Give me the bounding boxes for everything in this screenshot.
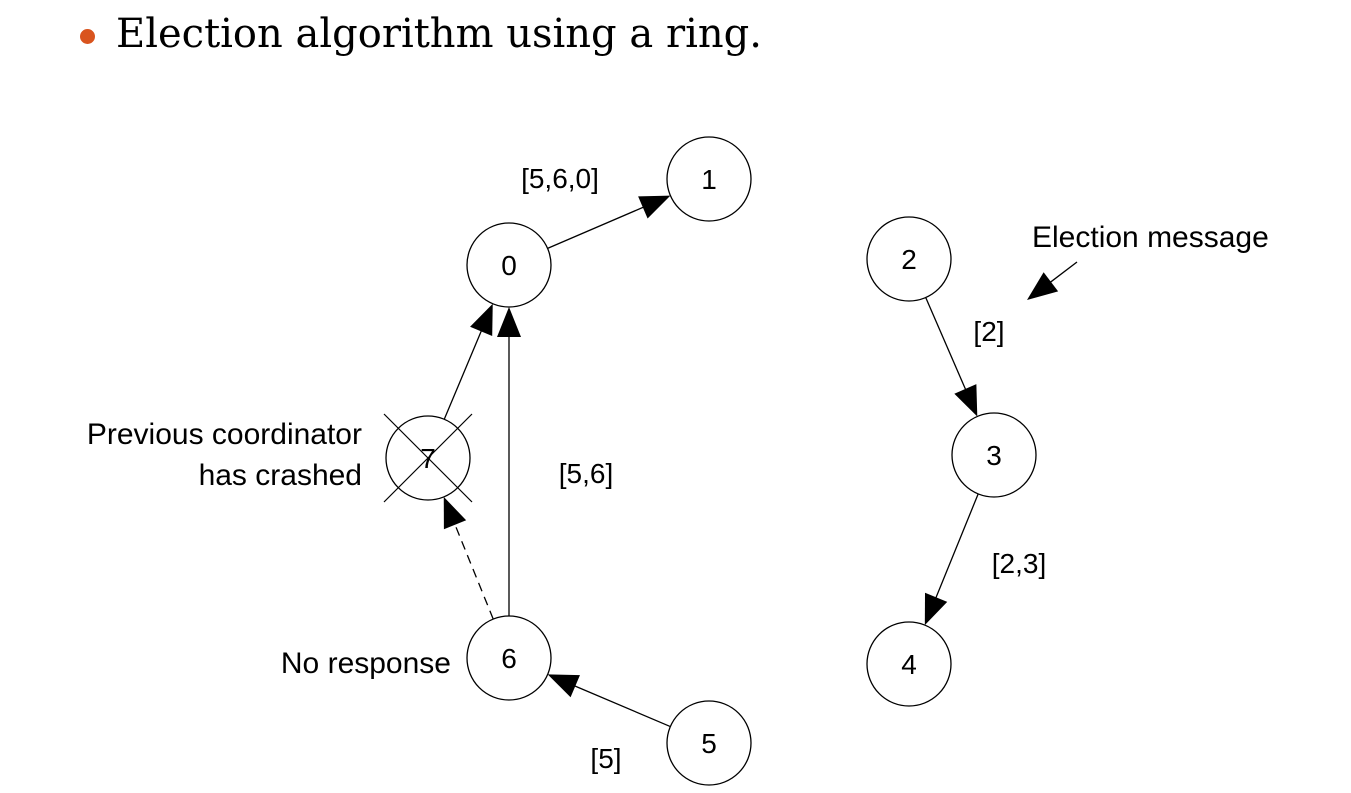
edge-6-to-7 <box>443 496 494 620</box>
edge-6-to-7-line <box>453 522 494 620</box>
process-node-2-circle <box>866 216 952 302</box>
edge-6-to-7-arrowhead-icon <box>443 496 467 530</box>
message-label-6-to-0: [5,6] <box>559 458 613 489</box>
edge-5-to-6-arrowhead-icon <box>547 674 580 698</box>
message-label-5-to-6: [5] <box>590 743 621 774</box>
process-node-4-label: 4 <box>901 649 917 680</box>
edge-2-to-3-line <box>925 297 967 392</box>
crashed-cross-icon <box>383 413 473 503</box>
bullet-dot-icon <box>80 28 95 44</box>
nodes-layer: 0 1 2 3 4 5 6 7 <box>383 136 1037 786</box>
slide-bullet-text: Election algorithm using a ring. <box>116 11 762 57</box>
process-node-1-circle <box>666 136 752 222</box>
edges-layer <box>443 195 979 728</box>
process-node-1: 1 <box>666 136 752 222</box>
note-election-message: Election message <box>1032 221 1269 254</box>
edge-5-to-6-line <box>573 684 671 728</box>
election-message-pointer-arrowhead-icon <box>1027 272 1059 300</box>
crashed-cross-stroke-b <box>383 413 473 503</box>
process-node-3: 3 <box>951 412 1037 498</box>
process-node-0-label: 0 <box>501 250 517 281</box>
edge-7-to-0 <box>443 303 493 420</box>
election-message-pointer-line <box>1048 261 1078 284</box>
process-node-4: 4 <box>866 621 952 707</box>
edge-7-to-0-line <box>443 329 483 420</box>
process-node-3-circle <box>951 412 1037 498</box>
bullet-item: Election algorithm using a ring. <box>80 4 762 64</box>
note-previous-coordinator-line1: Previous coordinator <box>87 418 362 451</box>
process-node-3-label: 3 <box>986 440 1002 471</box>
election-message-pointer <box>1027 261 1078 300</box>
message-label-3-to-4: [2,3] <box>992 548 1046 579</box>
edge-2-to-3 <box>925 297 978 417</box>
edge-6-to-0 <box>497 307 521 616</box>
process-node-0-circle <box>466 222 552 308</box>
edge-7-to-0-arrowhead-icon <box>470 303 493 337</box>
edge-3-to-4-arrowhead-icon <box>924 592 948 626</box>
process-node-7: 7 <box>383 413 473 503</box>
labels-layer: [5,6,0] [5,6] [5] [2] [2,3] Election mes… <box>87 163 1269 774</box>
edge-3-to-4 <box>924 493 979 626</box>
edge-0-to-1-line <box>547 206 645 250</box>
edge-3-to-4-line <box>934 493 979 600</box>
message-label-0-to-1: [5,6,0] <box>521 163 599 194</box>
edge-5-to-6 <box>547 674 671 728</box>
process-node-5: 5 <box>666 700 752 786</box>
edge-6-to-0-arrowhead-icon <box>497 307 521 337</box>
process-node-5-label: 5 <box>701 728 717 759</box>
message-label-2-to-3: [2] <box>973 316 1004 347</box>
edge-2-to-3-arrowhead-icon <box>954 384 978 417</box>
process-node-4-circle <box>866 621 952 707</box>
process-node-2-label: 2 <box>901 244 917 275</box>
process-node-6: 6 <box>466 615 552 701</box>
annotation-layer <box>1027 261 1078 300</box>
process-node-5-circle <box>666 700 752 786</box>
edge-0-to-1-arrowhead-icon <box>638 195 671 219</box>
note-no-response: No response <box>281 647 451 680</box>
note-previous-coordinator-line2: has crashed <box>199 459 362 492</box>
process-node-2: 2 <box>866 216 952 302</box>
process-node-6-label: 6 <box>501 643 517 674</box>
process-node-1-label: 1 <box>701 164 717 195</box>
process-node-6-circle <box>466 615 552 701</box>
edge-0-to-1 <box>547 195 671 250</box>
process-node-0: 0 <box>466 222 552 308</box>
